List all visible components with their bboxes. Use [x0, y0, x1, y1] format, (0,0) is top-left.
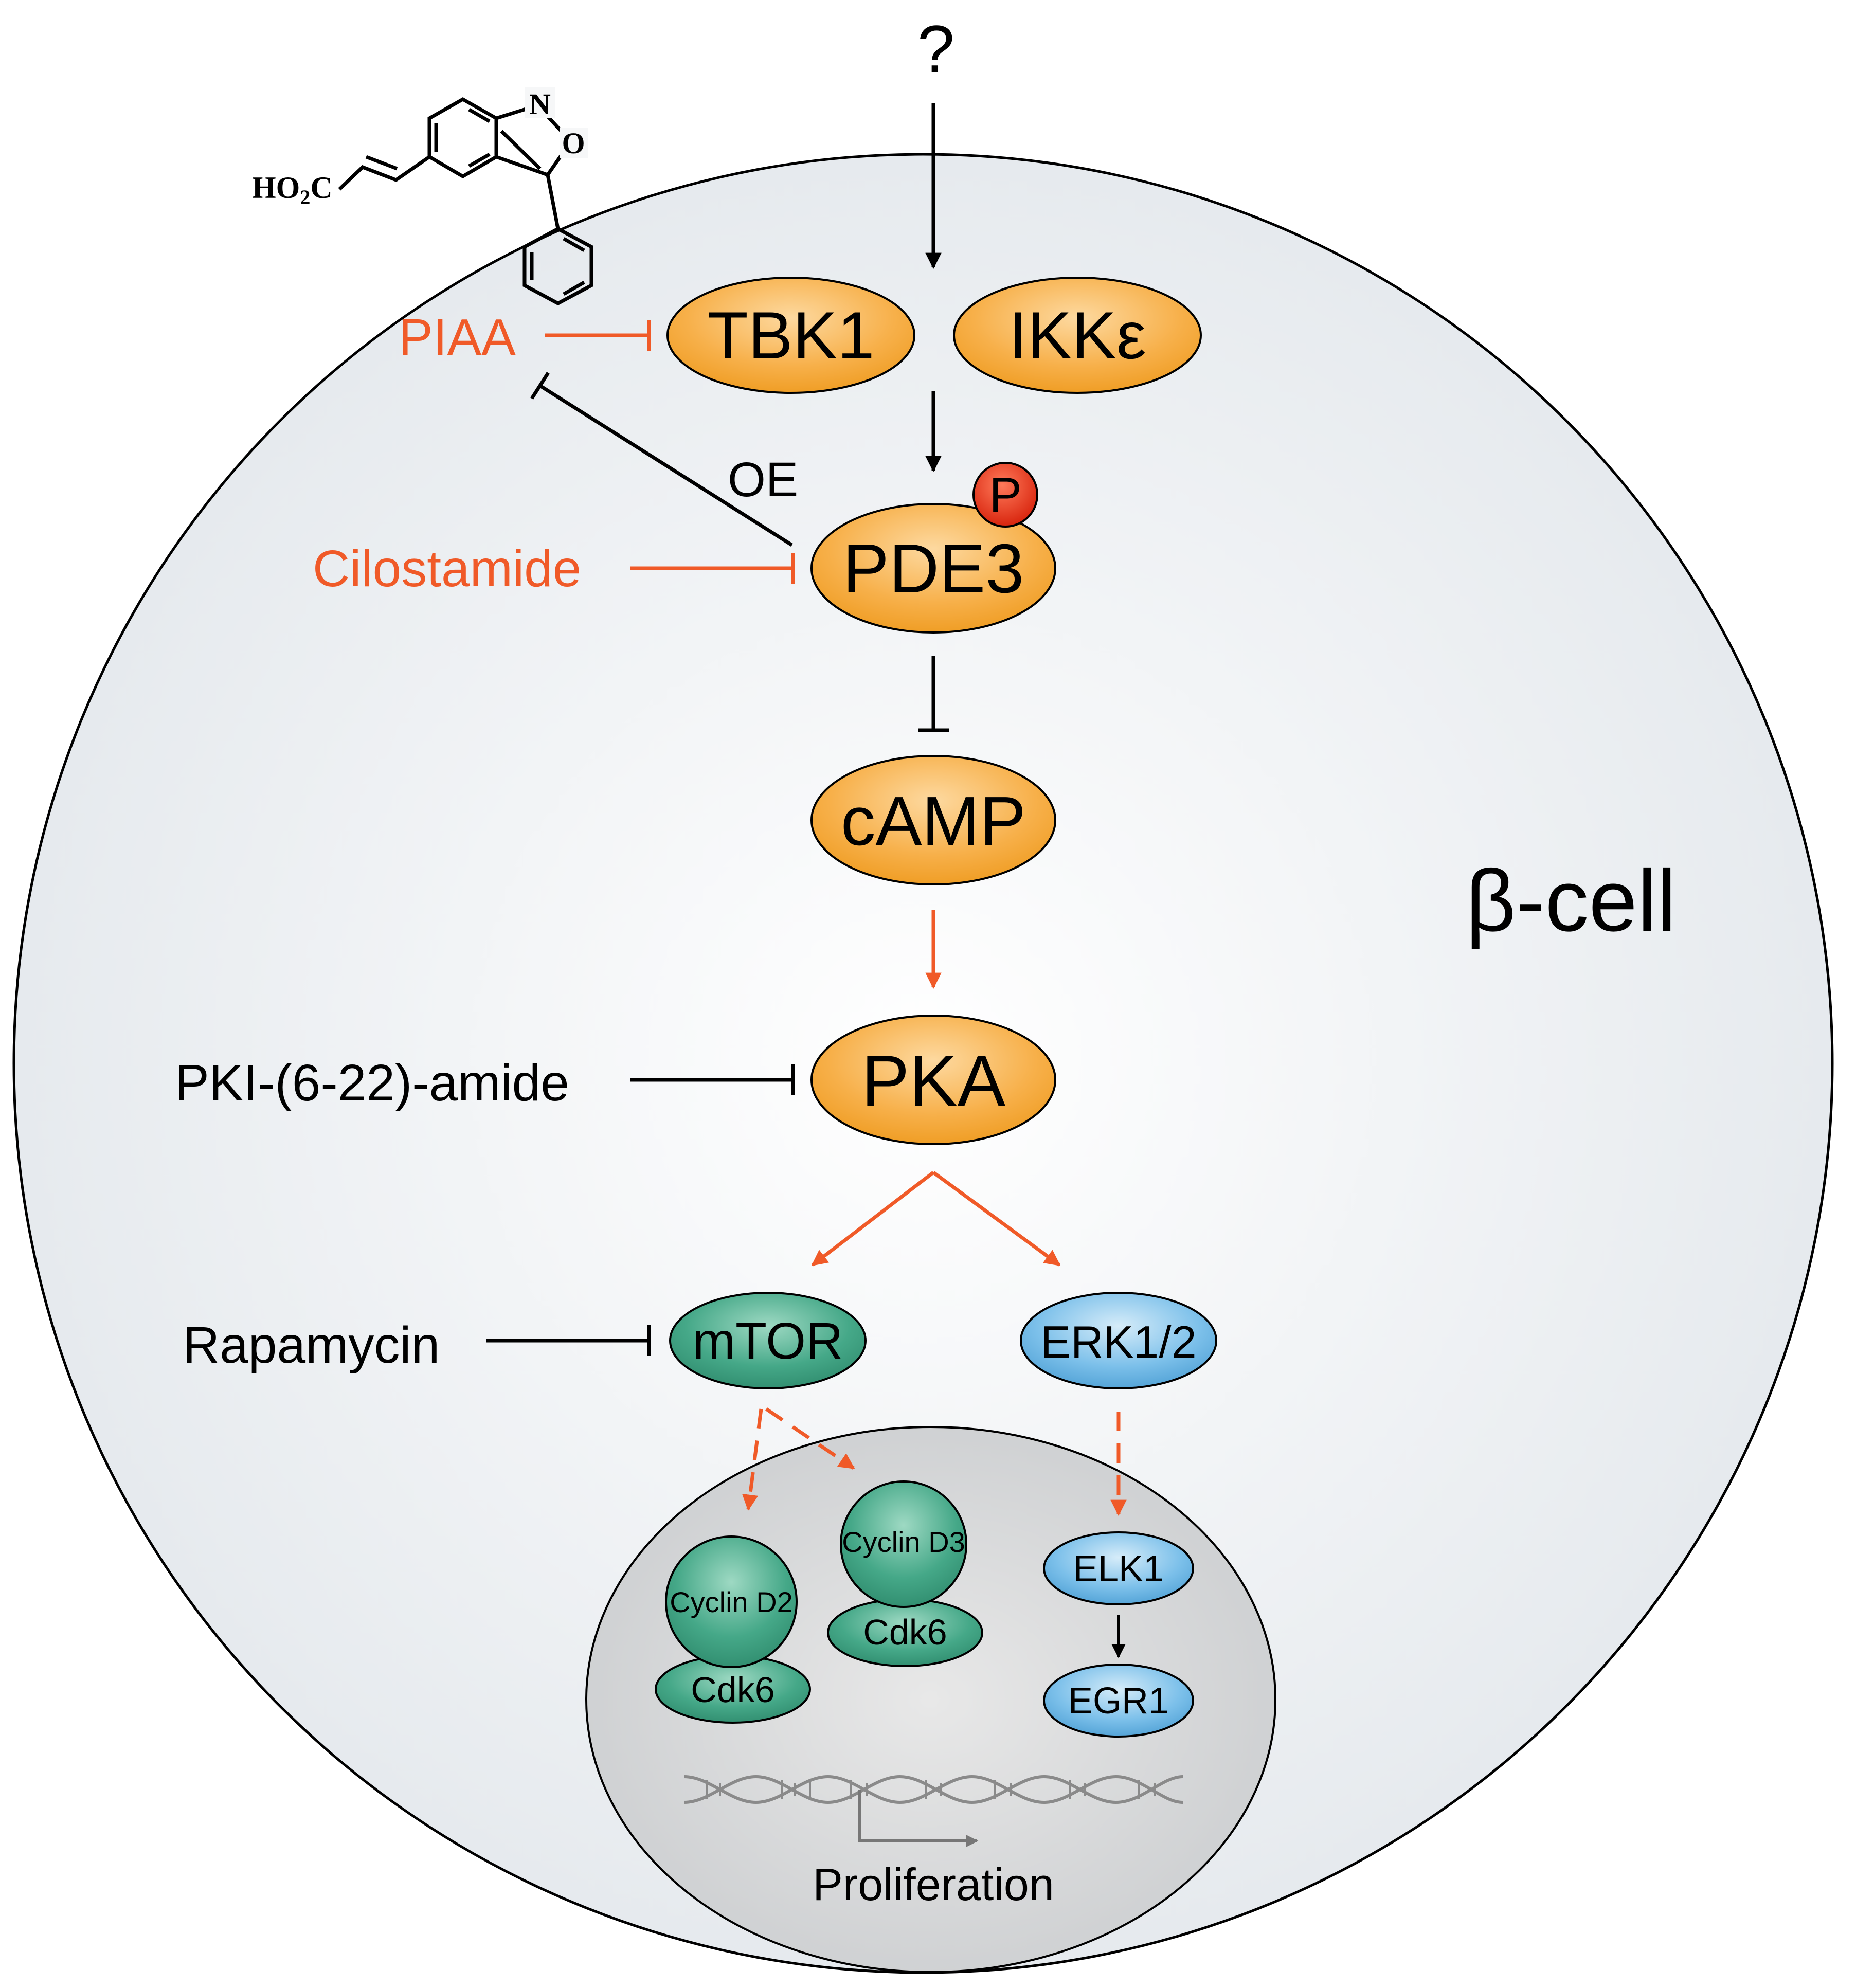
node-mtor-label: mTOR — [693, 1312, 843, 1370]
node-cyclin-d2-label: Cyclin D2 — [670, 1586, 793, 1618]
node-pka — [810, 1015, 1056, 1145]
node-egr1 — [1043, 1664, 1194, 1738]
node-elk1-label: ELK1 — [1073, 1548, 1164, 1589]
n-atom: N — [529, 87, 551, 121]
inhibit-oe-line — [539, 384, 793, 547]
node-cyclin-d2 — [665, 1535, 798, 1668]
unknown-input-label: ? — [917, 11, 954, 86]
node-cyclin-d3-label: Cyclin D3 — [842, 1526, 965, 1558]
transcription-arrow — [858, 1790, 979, 1847]
node-cdk6-b-label: Cdk6 — [863, 1612, 947, 1652]
phospho-label: P — [989, 468, 1021, 522]
node-erk-label: ERK1/2 — [1040, 1316, 1196, 1367]
node-camp-label: cAMP — [841, 782, 1026, 860]
cell-label: β-cell — [1466, 852, 1676, 950]
node-cyclin-d3 — [840, 1480, 967, 1608]
node-pde3 — [810, 503, 1056, 634]
node-tbk1-label: TBK1 — [707, 298, 874, 373]
o-atom: O — [562, 126, 585, 160]
phospho-badge — [972, 462, 1038, 528]
node-camp — [810, 755, 1056, 885]
proliferation-label: Proliferation — [813, 1859, 1054, 1910]
arrow-mtor-to-cyclin-d2 — [742, 1408, 763, 1511]
node-egr1-label: EGR1 — [1068, 1680, 1169, 1722]
inhibitor-rapamycin: Rapamycin — [183, 1316, 440, 1374]
inhibitor-pki: PKI-(6-22)-amide — [175, 1054, 569, 1112]
node-mtor — [669, 1292, 867, 1389]
node-cdk6-a-label: Cdk6 — [691, 1670, 774, 1710]
piaa-structure — [338, 97, 593, 305]
node-elk1 — [1043, 1531, 1194, 1605]
overexpression-label: OE — [728, 453, 798, 507]
node-pde3-label: PDE3 — [843, 530, 1024, 607]
inhibit-oe-bar — [530, 372, 550, 400]
n-atom-bg — [525, 87, 555, 118]
arrow-pka-to-mtor — [811, 1171, 935, 1267]
node-pka-label: PKA — [861, 1040, 1006, 1121]
node-tbk1 — [666, 277, 915, 394]
arrow-pka-to-erk — [932, 1171, 1061, 1267]
acid-group-label: HO2C — [252, 171, 333, 209]
dna-helix — [683, 1775, 1183, 1804]
node-erk — [1020, 1292, 1217, 1389]
o-atom-bg — [560, 128, 588, 158]
inhibitor-piaa: PIAA — [399, 309, 516, 366]
arrow-mtor-to-cyclin-d3 — [765, 1407, 855, 1470]
node-ikke — [953, 277, 1202, 394]
node-ikke-label: IKKε — [1008, 298, 1146, 373]
inhibitor-cilostamide: Cilostamide — [313, 540, 581, 598]
